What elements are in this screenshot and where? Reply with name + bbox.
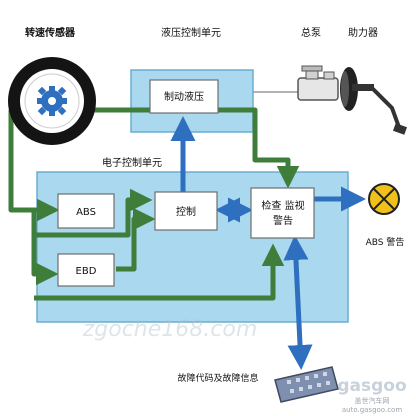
ebd-box — [57, 253, 115, 287]
logo-cn: 盖世汽车网 — [355, 396, 390, 405]
abs-warning-label: ABS 警告 — [366, 236, 405, 248]
fault-info-label: 故障代码及故障信息 — [177, 372, 258, 384]
check-monitor-label: 检查 监视 — [261, 199, 304, 212]
brake-hydraulic-label: 制动液压 — [164, 90, 204, 103]
speed-sensor-label: 转速传感器 — [25, 26, 76, 39]
brake-booster-icon — [340, 67, 408, 135]
brake-hydraulic-box — [149, 79, 219, 114]
control-arrows — [170, 116, 366, 370]
wire-sensor-to-abs — [8, 110, 60, 222]
abs-box — [57, 193, 115, 229]
watermark-text: zgoche168.com — [82, 317, 258, 342]
arrow-check-to-connector — [283, 235, 313, 370]
hydraulic-unit-label: 液压控制单元 — [161, 26, 221, 39]
ecu-label: 电子控制单元 — [102, 156, 162, 169]
gear-icon — [37, 86, 67, 116]
logo-url: auto.gasgoo.com — [342, 406, 402, 414]
obd-connector-icon — [274, 366, 339, 403]
master-cylinder-icon — [297, 65, 339, 101]
wire-ebd-to-control — [116, 207, 156, 272]
abs-label: ABS — [76, 207, 96, 218]
logo-name: gasgoo — [337, 376, 406, 396]
check-monitor-warn-box — [250, 187, 315, 239]
control-label: 控制 — [176, 205, 196, 218]
master-cylinder-label: 总泵 — [301, 26, 321, 39]
wire-abs-to-control — [34, 188, 153, 238]
warning-label: 警告 — [273, 214, 293, 227]
ebd-label: EBD — [76, 266, 97, 277]
warning-lamp-icon — [368, 183, 400, 215]
booster-label: 助力器 — [348, 26, 378, 39]
wire-ecu-to-check-unit — [34, 243, 285, 301]
wire-to-ebd — [31, 210, 59, 286]
gasgoo-logo: gasgoo 盖世汽车网 auto.gasgoo.com — [337, 376, 406, 414]
control-box — [154, 191, 218, 231]
